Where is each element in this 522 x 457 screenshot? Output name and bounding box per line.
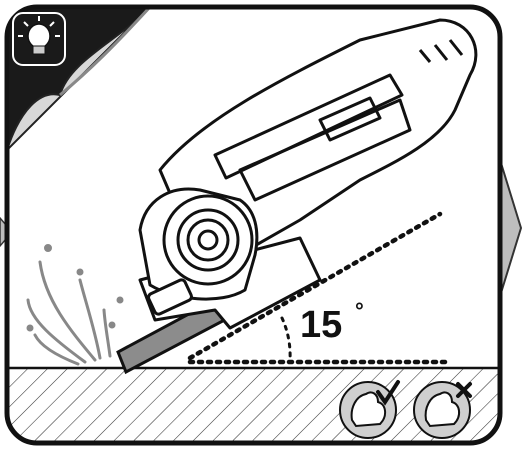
angle-indicator xyxy=(187,211,453,365)
flexed-arm-cross-icon xyxy=(413,381,472,439)
angle-grinder xyxy=(138,18,478,330)
sparks xyxy=(26,244,124,366)
lightbulb-tip-icon xyxy=(12,12,66,66)
angle-value: 15 xyxy=(300,304,343,346)
flexed-arm-check-icon xyxy=(339,380,400,439)
degree-symbol: ° xyxy=(355,298,364,323)
